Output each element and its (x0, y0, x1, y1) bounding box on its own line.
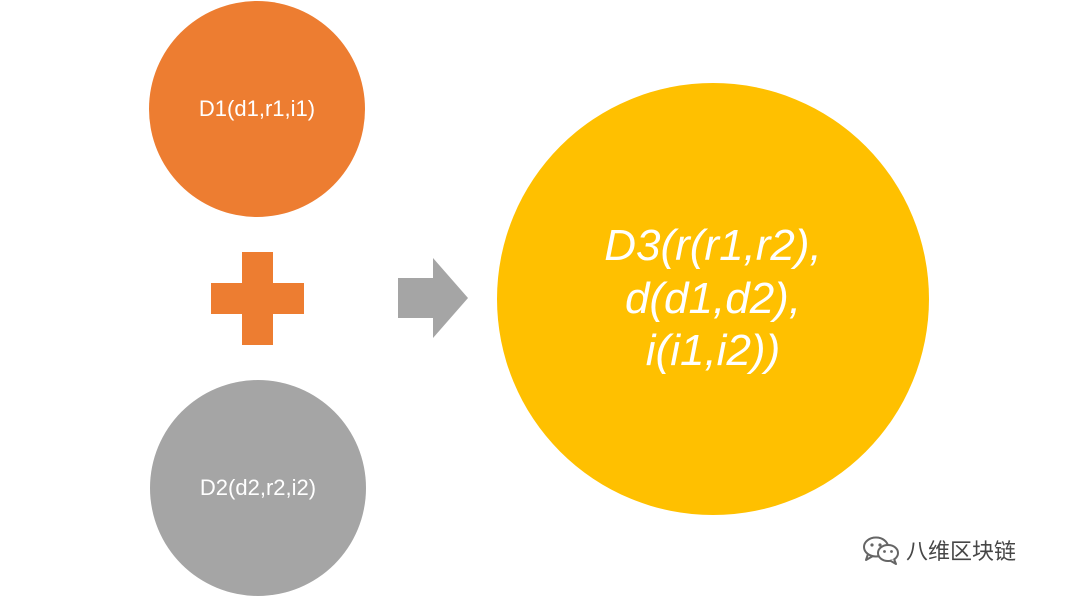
node-d3-circle: D3(r(r1,r2), d(d1,d2), i(i1,i2)) (497, 83, 929, 515)
watermark: 八维区块链 (862, 533, 1016, 567)
node-d3-line-1: D3(r(r1,r2), (604, 220, 822, 270)
node-d3-line-3: i(i1,i2)) (645, 326, 781, 376)
arrow-right-icon (398, 258, 468, 338)
node-d2-circle: D2(d2,r2,i2) (150, 380, 366, 596)
watermark-text: 八维区块链 (906, 540, 1017, 565)
wechat-icon (863, 536, 899, 565)
plus-icon (211, 252, 304, 345)
node-d1-circle: D1(d1,r1,i1) (149, 1, 365, 217)
node-d3-label: D3(r(r1,r2), d(d1,d2), i(i1,i2)) (604, 220, 822, 378)
node-d1-label: D1(d1,r1,i1) (198, 96, 316, 121)
node-d3-line-2: d(d1,d2), (624, 273, 802, 323)
node-d2-label: D2(d2,r2,i2) (199, 475, 317, 500)
